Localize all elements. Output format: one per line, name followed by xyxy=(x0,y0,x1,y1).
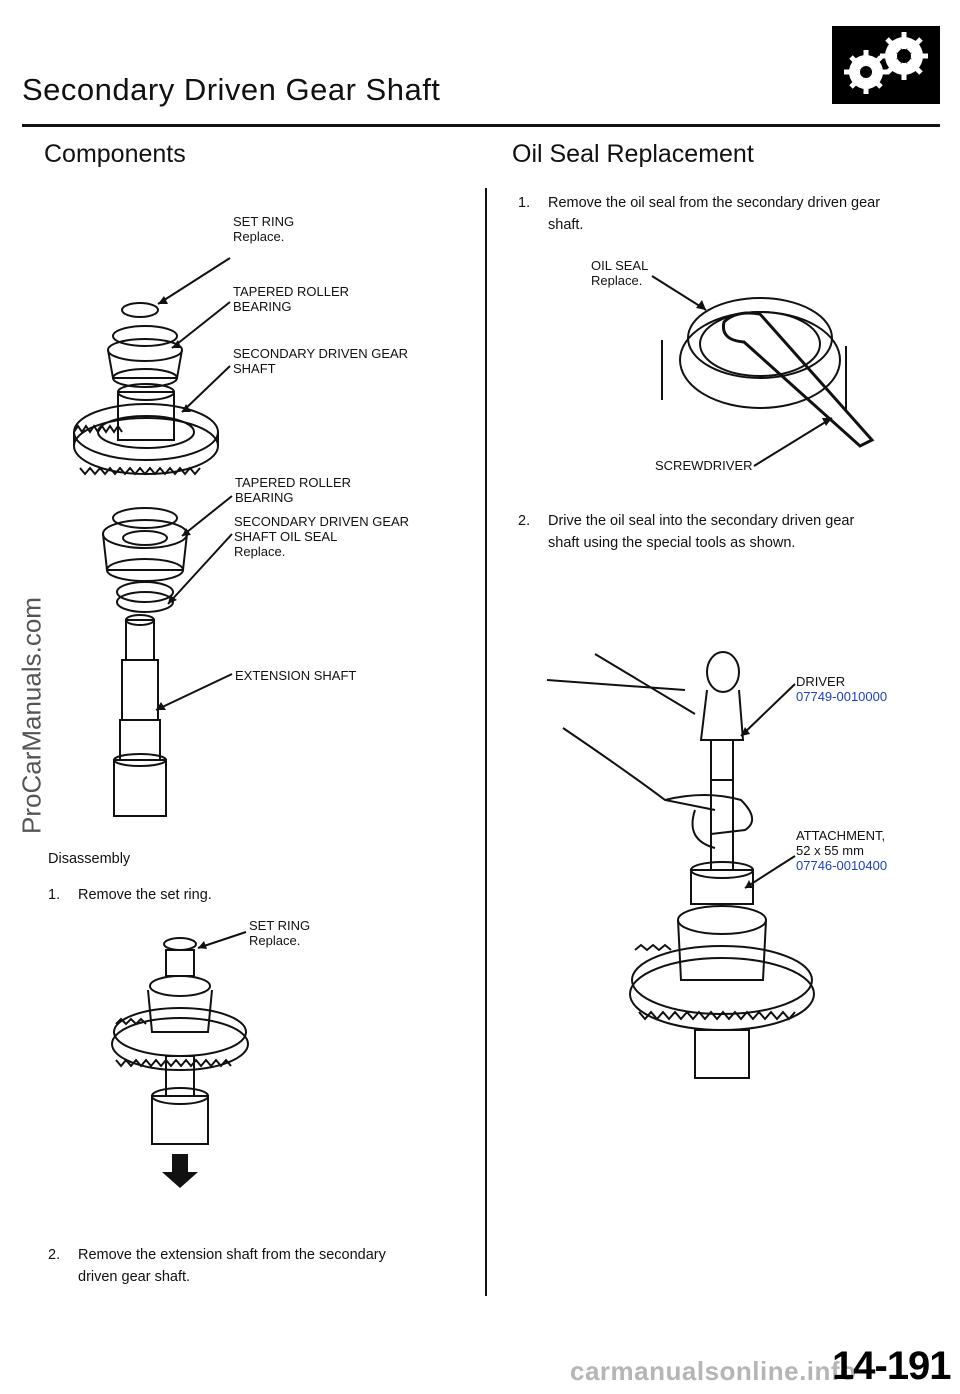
components-heading: Components xyxy=(44,140,186,168)
label-screwdriver: SCREWDRIVER xyxy=(655,458,753,473)
disassembly-heading: Disassembly xyxy=(48,851,131,867)
disassembly-step-2: 2.Remove the extension shaft from the se… xyxy=(48,1247,386,1285)
gears-icon xyxy=(832,26,940,104)
page-title: Secondary Driven Gear Shaft xyxy=(22,72,441,107)
oil-seal-install-illustration xyxy=(546,651,815,1079)
oil-seal-heading: Oil Seal Replacement xyxy=(512,140,754,168)
oil-seal-step-2: 2.Drive the oil seal into the secondary … xyxy=(518,513,855,551)
oil-seal-step-1: 1.Remove the oil seal from the secondary… xyxy=(518,195,881,233)
disassembly-illustration xyxy=(111,931,249,1188)
watermark: ProCarManuals.com xyxy=(16,597,47,834)
oil-seal-removal-illustration xyxy=(651,275,875,467)
footer-site: carmanualsonline.info xyxy=(570,1356,857,1386)
header-rule xyxy=(22,124,940,127)
column-divider xyxy=(485,188,487,1296)
page-number: 14-191 xyxy=(832,1344,952,1388)
label-extension-shaft: EXTENSION SHAFT xyxy=(235,668,357,683)
driver-part-number: 07749-0010000 xyxy=(796,689,888,704)
exploded-view-illustration xyxy=(73,257,233,817)
attachment-part-number: 07746-0010400 xyxy=(796,858,888,873)
disassembly-step-1: 1.Remove the set ring. xyxy=(48,887,212,903)
